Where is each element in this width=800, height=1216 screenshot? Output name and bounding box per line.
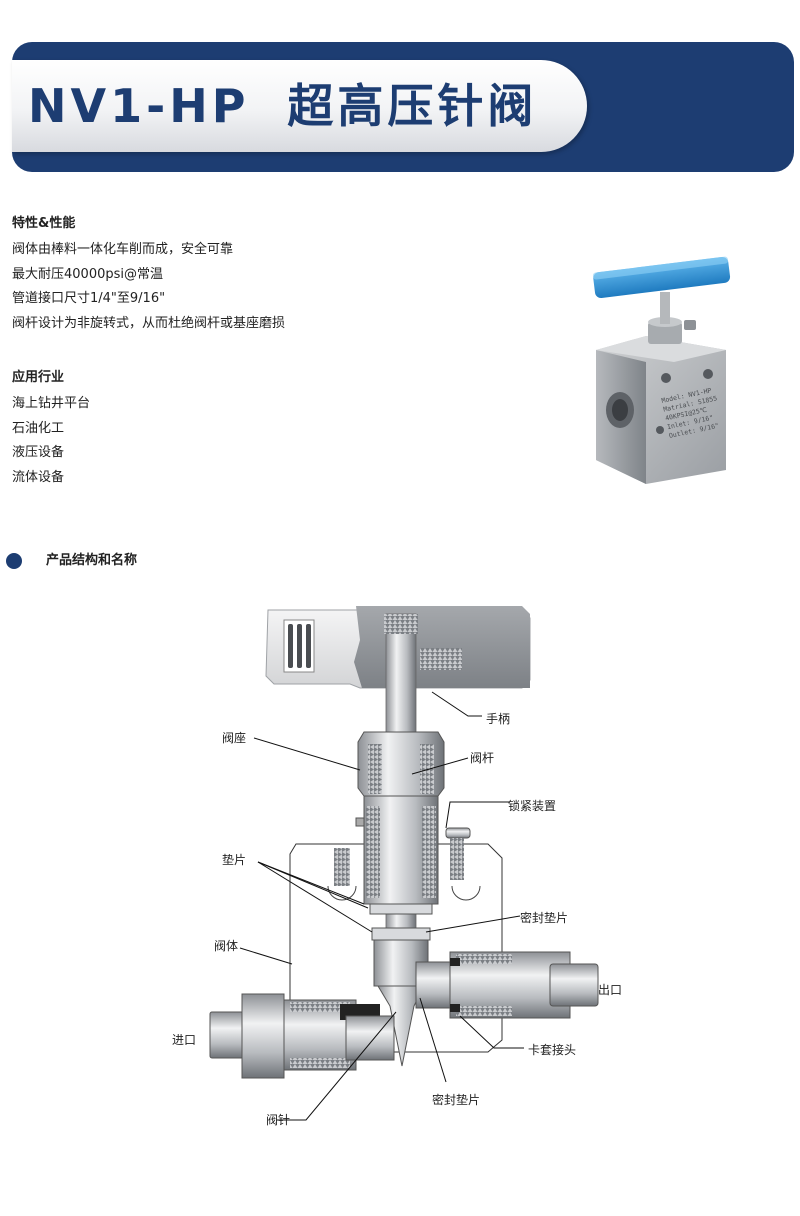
bonnet-nut <box>648 322 682 344</box>
label-gasket: 垫片 <box>222 853 247 867</box>
lock-screw <box>684 320 696 330</box>
stem <box>660 292 670 324</box>
inlet-fitting <box>209 993 395 1079</box>
industries-section: 应用行业 海上钻井平台 石油化工 液压设备 流体设备 <box>12 366 90 490</box>
industries-heading: 应用行业 <box>12 370 65 385</box>
label-seal-gasket-lower: 密封垫片 <box>432 1093 481 1107</box>
body-mount-hole <box>451 885 481 901</box>
industry-line: 液压设备 <box>12 445 65 460</box>
label-lock: 锁紧装置 <box>508 799 557 813</box>
valve-body-top <box>596 336 726 362</box>
structure-diagram <box>209 606 599 1121</box>
seat-part <box>355 731 445 905</box>
structure-heading: 产品结构和名称 <box>46 553 138 568</box>
product-photo: Model: NV1-HP Matrial: S1855 40KPSI@25℃ … <box>592 256 731 484</box>
mount-hole <box>661 373 671 383</box>
label-fitting: 卡套接头 <box>528 1043 577 1057</box>
feature-line: 管道接口尺寸1/4"至9/16" <box>12 291 166 306</box>
product-name: 超高压针阀 <box>287 79 538 133</box>
model-code: NV1-HP <box>28 79 250 133</box>
label-seal-gasket-upper: 密封垫片 <box>520 911 569 925</box>
gasket-part <box>371 927 431 941</box>
feature-line: 最大耐压40000psi@常温 <box>12 266 163 282</box>
industry-line: 石油化工 <box>12 420 65 436</box>
label-handle: 手柄 <box>486 712 511 726</box>
handle <box>592 256 731 299</box>
feature-line: 阀体由棒料一体化车削而成，安全可靠 <box>12 242 234 257</box>
label-seat: 阀座 <box>222 731 247 745</box>
outlet-fitting <box>415 951 599 1019</box>
features-section: 特性&性能 阀体由棒料一体化车削而成，安全可靠 最大耐压40000psi@常温 … <box>12 212 285 336</box>
industry-line: 流体设备 <box>12 469 65 485</box>
body-mount-hole <box>327 848 357 901</box>
mount-hole <box>703 369 713 379</box>
feature-line: 阀杆设计为非旋转式，从而杜绝阀杆或基座磨损 <box>12 315 286 331</box>
industry-line: 海上钻井平台 <box>12 396 91 411</box>
header-title-plate <box>12 60 587 152</box>
label-needle: 阀针 <box>266 1113 291 1127</box>
label-outlet: 出口 <box>598 983 623 997</box>
label-inlet: 进口 <box>172 1033 197 1047</box>
label-stem: 阀杆 <box>470 751 495 765</box>
features-heading: 特性&性能 <box>12 216 76 231</box>
gasket-part <box>369 903 433 915</box>
lock-screw-part <box>445 827 471 880</box>
section-bullet <box>6 553 22 569</box>
leader-lines <box>239 691 524 1121</box>
page-title: NV1-HP 超高压针阀 <box>28 74 537 138</box>
mount-hole <box>656 426 664 434</box>
label-body: 阀体 <box>214 939 239 953</box>
